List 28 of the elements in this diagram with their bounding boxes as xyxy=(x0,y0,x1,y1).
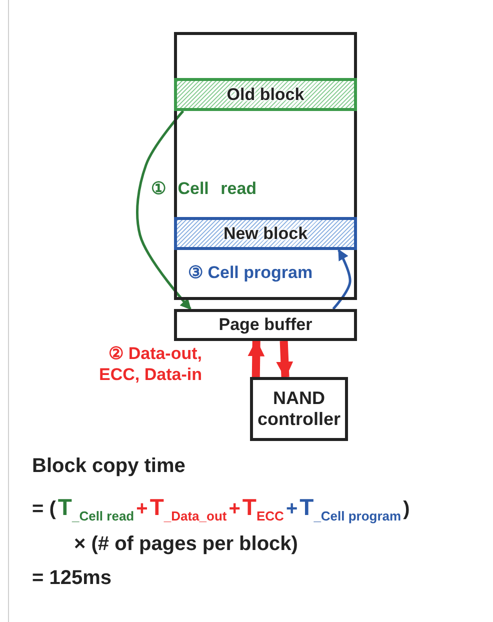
node-label: Page buffer xyxy=(218,315,312,335)
arrow xyxy=(332,249,352,310)
operator: ) xyxy=(403,498,410,521)
edge-label: ③ Cell program xyxy=(188,262,313,284)
arrow xyxy=(136,110,192,310)
arrow xyxy=(276,340,294,379)
formula-term: T$_{_Cell read}$ xyxy=(58,494,134,524)
block-row xyxy=(174,217,357,250)
memory-array-box xyxy=(174,32,357,300)
formula-term: T$_{ECC}$ xyxy=(242,494,284,524)
node-label: Old block xyxy=(226,84,304,104)
edge-label: ① Cell read xyxy=(151,178,257,200)
formula-result: = 125ms xyxy=(32,567,112,590)
formula-term: T$_{_Data_out}$ xyxy=(150,494,227,524)
operator: + xyxy=(136,498,148,521)
controller-box xyxy=(250,377,348,441)
node-label: NAND controller xyxy=(256,388,342,430)
operator: = ( xyxy=(32,498,56,521)
operator: + xyxy=(286,498,298,521)
buffer-box xyxy=(174,309,357,341)
arrow xyxy=(248,339,265,378)
node-label: New block xyxy=(223,224,308,244)
formula-text: × (# of pages per block) xyxy=(74,533,298,556)
edge-label: ② Data-out, ECC, Data-in xyxy=(98,343,202,386)
block-row xyxy=(174,78,357,111)
formula-heading: Block copy time xyxy=(32,455,186,478)
operator: + xyxy=(228,498,240,521)
formula-term: T$_{_Cell program}$ xyxy=(300,494,402,524)
